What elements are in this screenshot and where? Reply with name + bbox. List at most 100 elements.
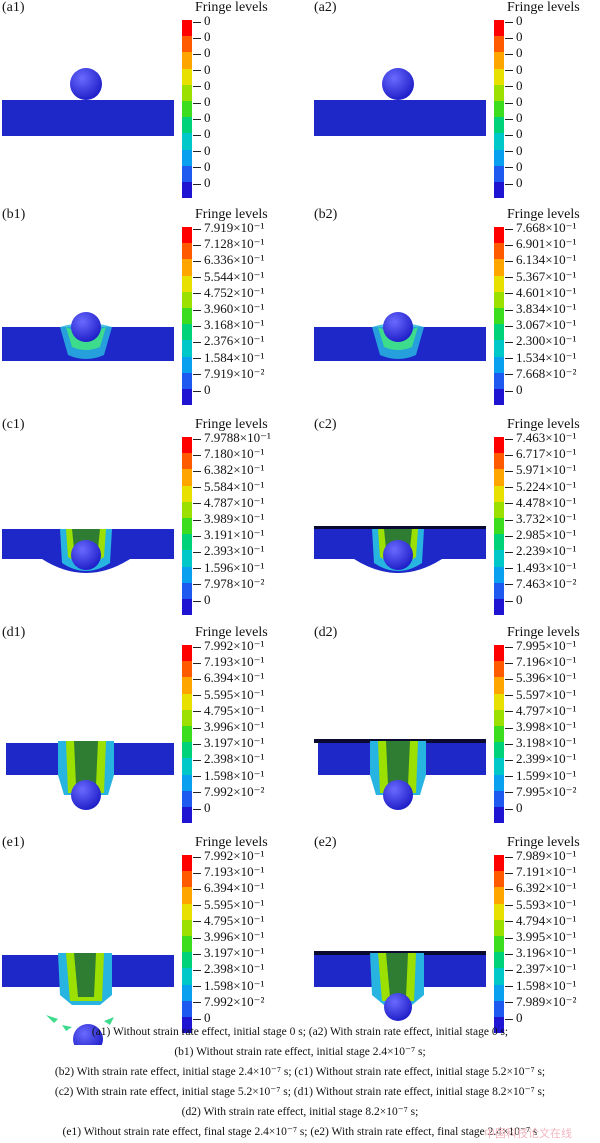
colorbar-segment [494,693,504,710]
fringe-tick-label: 6.382×10⁻¹ [193,463,264,476]
impact-simulation-view [6,741,174,810]
colorbar-segment [182,84,192,101]
colorbar-segment [182,661,192,678]
fringe-tick-label: 2.376×10⁻¹ [193,334,264,347]
colorbar-segment [182,919,192,936]
colorbar-segment [494,133,504,150]
fringe-tick-label: 0 [193,176,211,189]
colorbar-segment [182,758,192,775]
colorbar-segment [494,774,504,791]
colorbar-segment [494,935,504,953]
colorbar-segment [182,598,192,616]
fringe-tick-label: 0 [193,46,211,59]
colorbar-segment [182,935,192,953]
fringe-tick-label: 6.717×10⁻¹ [505,447,576,460]
colorbar-segment [494,181,504,199]
colorbar-segment [494,534,504,551]
colorbar-segment [494,709,504,726]
fringe-tick-label: 3.989×10⁻¹ [193,512,264,525]
fringe-tick-label: 0 [505,383,523,396]
fringe-tick-label: 4.601×10⁻¹ [505,286,576,299]
fringe-tick-label: 0 [193,127,211,140]
colorbar-segment [494,324,504,341]
fringe-levels-title: Fringe levels [195,417,268,432]
colorbar-segment [494,968,504,985]
colorbar-segment [494,501,504,518]
colorbar-segment [494,52,504,69]
fringe-tick-label: 7.919×10⁻² [193,367,264,380]
fringe-tick-label: 6.394×10⁻¹ [193,881,264,894]
colorbar-segment [182,677,192,694]
fringe-tick-label: 3.998×10⁻¹ [505,720,576,733]
fringe-colorbar [494,20,504,199]
colorbar-segment [182,517,192,535]
fringe-tick-label: 2.239×10⁻¹ [505,544,576,557]
colorbar-segment [494,1000,504,1017]
fringe-tick-label: 0 [505,46,523,59]
colorbar-segment [494,227,504,244]
caption-line: (b2) With strain rate effect, initial st… [54,1066,546,1078]
colorbar-segment [494,566,504,583]
fringe-tick-label: 1.599×10⁻¹ [505,769,576,782]
fringe-tick-label: 2.300×10⁻¹ [505,334,576,347]
fringe-levels-title: Fringe levels [507,417,580,432]
fringe-tick-label: 6.392×10⁻¹ [505,881,576,894]
crater-wall [386,953,408,997]
fringe-tick-label: 3.960×10⁻¹ [193,302,264,315]
fringe-tick-label: 5.367×10⁻¹ [505,270,576,283]
projectile-sphere [383,540,413,570]
fringe-tick-label: 0 [193,14,211,27]
colorbar-segment [494,582,504,599]
colorbar-segment [494,758,504,775]
watermark: 中国科技论文在线 [484,1127,572,1140]
panel-label: (a2) [314,0,337,15]
colorbar-segment [494,84,504,101]
colorbar-segment [182,291,192,308]
fringe-tick-label: 0 [505,1011,523,1024]
colorbar-segment [494,291,504,308]
projectile-sphere [383,780,413,810]
panel-label: (c1) [2,417,25,432]
plate-top-layer [314,526,486,529]
fringe-colorbar [182,20,192,199]
colorbar-segment [182,709,192,726]
fringe-tick-label: 0 [505,95,523,108]
caption-line: (b1) Without strain rate effect, initial… [174,1046,426,1058]
colorbar-segment [182,149,192,166]
fringe-levels-title: Fringe levels [507,207,580,222]
fringe-tick-label: 6.901×10⁻¹ [505,237,576,250]
fringe-tick-label: 0 [193,144,211,157]
colorbar-segment [182,550,192,567]
colorbar-segment [494,984,504,1001]
fringe-tick-label: 7.989×10⁻² [505,995,576,1008]
fringe-tick-label: 0 [193,95,211,108]
fringe-tick-label: 7.668×10⁻² [505,367,576,380]
panel-label: (c2) [314,417,337,432]
fragment [46,1015,58,1023]
colorbar-segment [182,693,192,710]
fringe-tick-label: 7.992×10⁻¹ [193,849,264,862]
colorbar-segment [494,677,504,694]
fringe-tick-label: 0 [505,160,523,173]
fringe-levels-title: Fringe levels [507,625,580,640]
colorbar-segment [182,52,192,69]
colorbar-segment [494,517,504,535]
colorbar-segment [182,725,192,743]
colorbar-segment [182,1016,192,1034]
colorbar-segment [182,100,192,118]
colorbar-segment [182,645,192,662]
caption-line: (a1) Without strain rate effect, initial… [91,1026,509,1038]
colorbar-segment [182,582,192,599]
fringe-tick-label: 7.196×10⁻¹ [505,655,576,668]
colorbar-segment [182,1000,192,1017]
colorbar-segment [494,903,504,920]
colorbar-segment [182,372,192,389]
fringe-tick-label: 5.595×10⁻¹ [193,898,264,911]
fringe-tick-label: 0 [193,79,211,92]
fringe-tick-label: 7.978×10⁻² [193,577,264,590]
panel-label: (e1) [2,835,25,850]
